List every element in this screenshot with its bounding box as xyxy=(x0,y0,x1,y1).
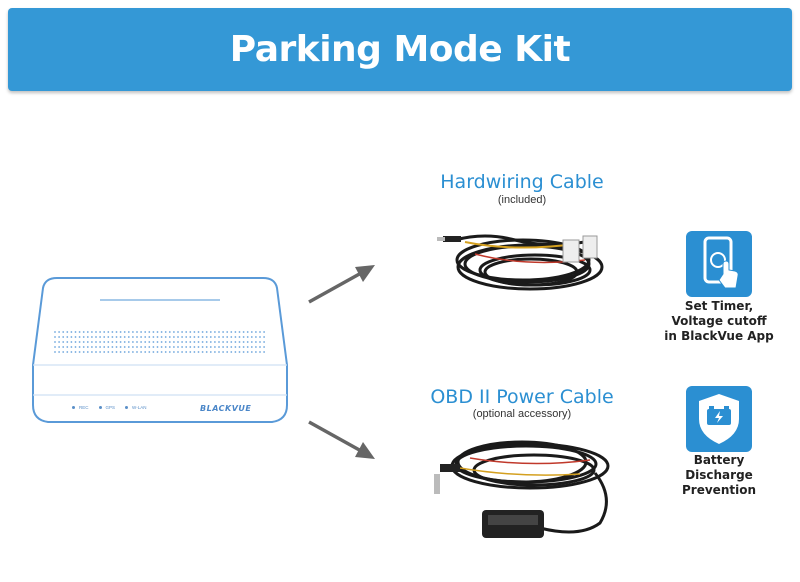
obd-cable-title: OBD II Power Cable xyxy=(430,386,614,408)
dashcam-box-illustration xyxy=(32,277,288,423)
battery-shield-icon xyxy=(686,386,752,452)
obd-cable-subtitle: (optional accessory) xyxy=(472,408,572,420)
arrow-down-right-icon xyxy=(308,420,375,459)
hardwiring-cable-title: Hardwiring Cable xyxy=(440,171,604,193)
page-title: Parking Mode Kit xyxy=(229,29,571,70)
led-gps: GPS xyxy=(98,405,115,410)
smartphone-app-icon xyxy=(686,231,752,297)
hardwiring-cable-subtitle: (included) xyxy=(497,194,547,206)
hardwiring-cable-image xyxy=(437,234,604,291)
header-banner: Parking Mode Kit xyxy=(8,8,792,91)
obd-cable-image xyxy=(434,440,610,538)
feature-label-battery: Battery Discharge Prevention xyxy=(682,453,756,497)
feature-label-app: Set Timer, Voltage cutoff in BlackVue Ap… xyxy=(664,299,774,343)
led-indicators: REC GPS W-LAN xyxy=(72,405,146,410)
device-brand-logo: BLACKVUE xyxy=(200,404,252,413)
arrow-up-right-icon xyxy=(308,265,375,304)
led-rec: REC xyxy=(72,405,89,410)
led-wlan: W-LAN xyxy=(125,405,146,410)
